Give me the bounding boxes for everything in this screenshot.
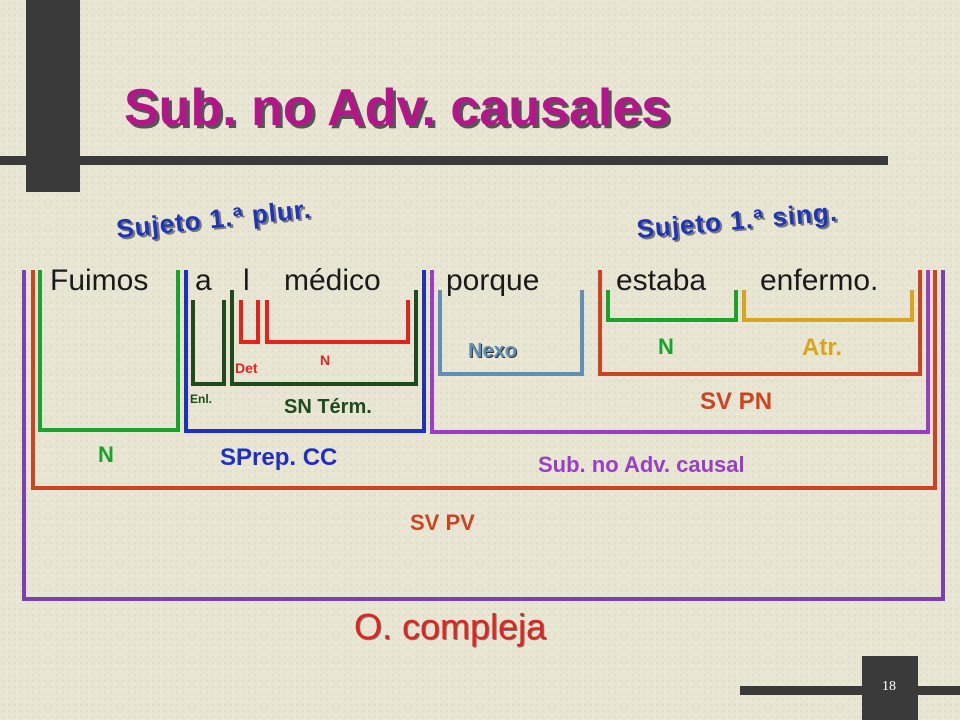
frame-bar-horizontal-top — [0, 156, 888, 165]
frame-bar-horizontal-bottom — [740, 686, 960, 695]
page-number: 18 — [882, 679, 896, 694]
bracket-sv-pn — [598, 270, 922, 376]
word-enfermo: enfermo. — [760, 264, 879, 297]
label-atr: Atr. — [802, 334, 843, 361]
bracket-sv-pv — [31, 270, 937, 490]
label-enl: Enl. — [190, 392, 213, 406]
label-n-medico: N — [320, 352, 331, 368]
word-a: a — [195, 264, 212, 297]
label-det: Det — [235, 360, 258, 376]
label-o-compleja: O. compleja — [354, 606, 547, 647]
label-n-fuimos: N — [98, 442, 114, 467]
label-sn-term: SN Térm. — [284, 396, 372, 418]
bracket-nexo — [438, 290, 584, 376]
label-sv-pv: SV PV — [410, 510, 475, 535]
bracket-n-medico — [265, 300, 410, 344]
bracket-det — [239, 300, 260, 344]
label-sprep-cc: SPrep. CC — [220, 444, 338, 471]
word-medico: médico — [284, 264, 381, 297]
bracket-sub-causal — [430, 270, 930, 434]
slide-title: Sub. no Adv. causales — [124, 79, 671, 137]
bracket-atr — [742, 290, 914, 322]
word-fuimos: Fuimos — [50, 264, 149, 297]
word-estaba: estaba — [616, 264, 707, 297]
bracket-sn-term — [230, 290, 418, 386]
bracket-sprep-cc — [184, 270, 426, 433]
bracket-n-fuimos — [38, 270, 180, 432]
label-n-estaba: N — [658, 334, 674, 359]
label-nexo: Nexo — [468, 340, 517, 362]
bracket-enl — [191, 300, 226, 386]
bracket-o-compleja — [22, 270, 945, 601]
label-sv-pn: SV PN — [700, 388, 773, 415]
word-porque: porque — [446, 264, 540, 297]
bracket-n-estaba — [606, 290, 738, 322]
label-sub-causal: Sub. no Adv. causal — [538, 452, 745, 477]
word-l: l — [243, 264, 250, 297]
